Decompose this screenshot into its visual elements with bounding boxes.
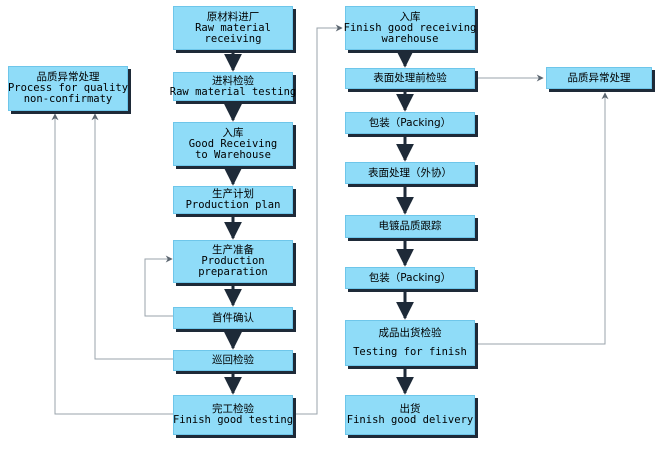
- node-finished-product-shipment-inspection: 成品出货检验 Testing for finish: [345, 320, 475, 366]
- node-pre-surface-inspection: 表面处理前检验: [345, 68, 475, 89]
- node-surface-treatment-outsource: 表面处理（外协）: [345, 162, 475, 184]
- label-zh: 巡回检验: [212, 354, 254, 366]
- label-zh: 入库: [399, 10, 421, 23]
- node-raw-material-receiving: 原材料进厂 Raw material receiving: [173, 6, 293, 50]
- label-zh: 表面处理（外协）: [368, 166, 452, 179]
- label-en-line1: Testing for finish: [353, 346, 467, 358]
- node-quality-exception-left: 品质异常处理 Process for quality non-confirmat…: [8, 66, 128, 111]
- connector-finish-testing-to-quality-left: [51, 113, 174, 415]
- label-en-line2: receiving: [204, 32, 262, 45]
- label-zh: 生产准备: [212, 244, 254, 256]
- label-en-line2: non-confirmaty: [23, 93, 113, 105]
- label-zh: 品质异常处理: [567, 71, 631, 84]
- connector-first-piece-to-preparation: [144, 255, 174, 317]
- node-patrol-inspection: 巡回检验: [173, 350, 293, 371]
- label-zh: 首件确认: [212, 311, 254, 324]
- label-zh: 成品出货检验: [378, 327, 442, 339]
- label-zh: 完工检验: [212, 403, 254, 415]
- label-zh: 包装（Packing）: [368, 116, 452, 129]
- node-finish-good-warehouse: 入库 Finish good receiving warehouse: [343, 6, 477, 50]
- node-packing-2: 包装（Packing）: [345, 267, 475, 289]
- node-quality-exception-right: 品质异常处理: [546, 67, 652, 89]
- node-raw-material-testing: 进料检验 Raw material testing: [169, 72, 297, 101]
- label-zh: 进料检验: [212, 74, 254, 87]
- node-finish-good-testing: 完工检验 Finish good testing: [173, 395, 293, 435]
- label-en-line1: Finish good delivery: [346, 414, 474, 426]
- node-plating-quality-tracking: 电镀品质跟踪: [345, 215, 475, 238]
- label-en-line2: preparation: [198, 266, 268, 278]
- node-first-piece-confirm: 首件确认: [173, 307, 293, 329]
- label-en-line1: Raw material testing: [169, 85, 297, 98]
- label-zh: 生产计划: [212, 188, 254, 200]
- node-production-preparation: 生产准备 Production preparation: [173, 240, 293, 283]
- label-en-line1: Raw material: [195, 21, 271, 34]
- label-en-line1: Finish good receiving: [343, 21, 477, 34]
- label-zh: 出货: [399, 403, 421, 415]
- connector-patrol-to-quality-left: [91, 113, 174, 360]
- node-delivery: 出货 Finish good delivery: [345, 395, 475, 435]
- label-zh: 原材料进厂: [206, 10, 260, 23]
- label-zh: 电镀品质跟踪: [378, 220, 442, 232]
- label-zh: 品质异常处理: [36, 71, 100, 83]
- node-good-receiving-warehouse: 入库 Good Receiving to Warehouse: [173, 122, 293, 166]
- label-zh: 包装（Packing）: [368, 271, 452, 284]
- label-en-line2: to Warehouse: [195, 148, 271, 161]
- label-en-line2: warehouse: [381, 32, 439, 45]
- label-zh: 表面处理前检验: [373, 72, 447, 84]
- connector-finish-testing-to-warehouse: [294, 24, 343, 415]
- label-en-line1: Production plan: [185, 199, 281, 211]
- label-zh: 入库: [222, 126, 244, 139]
- label-en-line1: Process for quality: [7, 82, 129, 94]
- node-production-plan: 生产计划 Production plan: [173, 186, 293, 214]
- label-en-line1: Good Receiving: [188, 137, 278, 150]
- connector-shipment-to-quality-right: [476, 92, 609, 345]
- node-packing-1: 包装（Packing）: [345, 112, 475, 134]
- label-en-line1: Finish good testing: [172, 414, 294, 426]
- label-en-line1: Production: [201, 255, 265, 267]
